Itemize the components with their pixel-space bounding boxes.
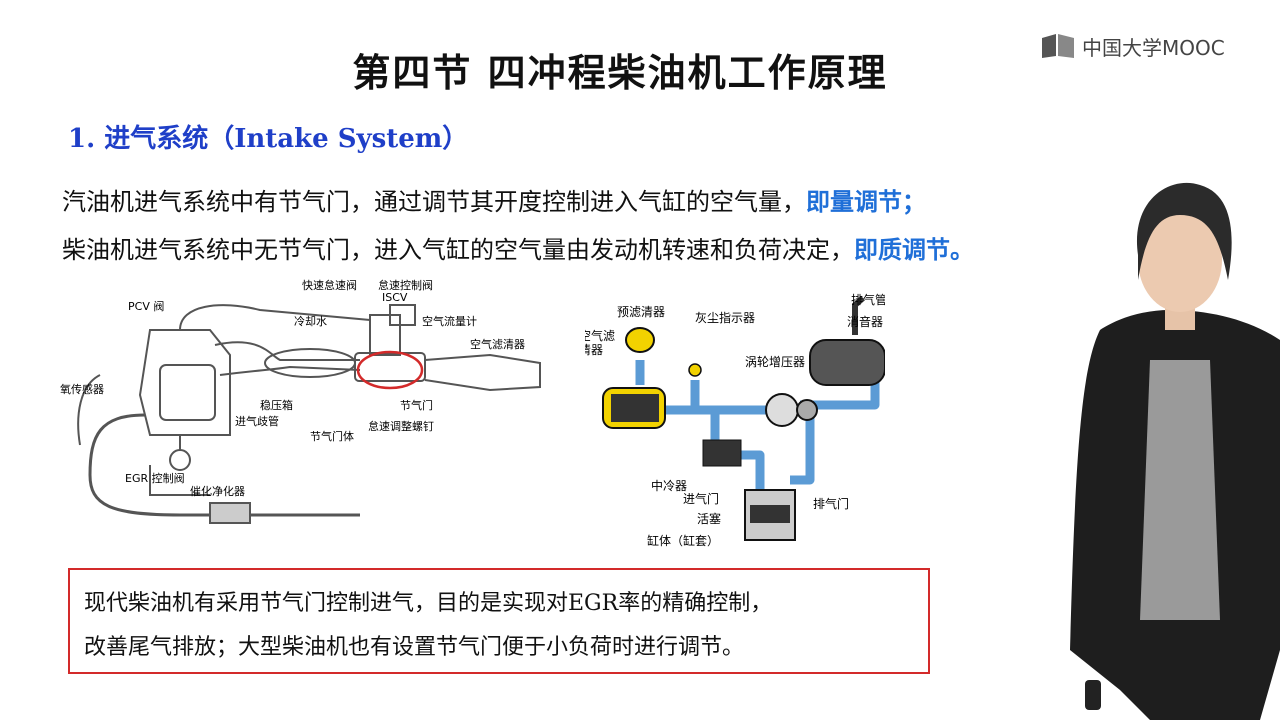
remote-control — [1085, 680, 1101, 710]
label-cylinder: 缸体（缸套） — [647, 533, 719, 548]
label-surge-tank: 稳压箱 — [260, 398, 293, 412]
section-heading: 1. 进气系统（Intake System） — [68, 124, 469, 154]
label-dust: 灰尘指示器 — [695, 310, 755, 325]
label-piston: 活塞 — [697, 511, 721, 526]
note-box: 现代柴油机有采用节气门控制进气，目的是实现对EGR率的精确控制， 改善尾气排放；… — [68, 568, 930, 674]
label-exhaust-pipe: 排气管 — [851, 292, 885, 307]
mooc-logo: 中国大学MOOC — [1040, 30, 1250, 62]
note-line-1: 现代柴油机有采用节气门控制进气，目的是实现对EGR率的精确控制， — [84, 591, 773, 616]
note-line-2: 改善尾气排放；大型柴油机也有设置节气门便于小负荷时进行调节。 — [84, 635, 745, 660]
label-pre-cleaner: 预滤清器 — [617, 305, 665, 319]
label-pcv: PCV 阀 — [128, 299, 164, 313]
label-turbo: 涡轮增压器 — [745, 355, 805, 369]
catalyst-shape — [209, 502, 251, 524]
label-throttle-body: 节气门体 — [310, 429, 354, 443]
pre-cleaner-shape — [625, 327, 655, 353]
paragraph-line-1: 汽油机进气系统中有节气门，通过调节其开度控制进入气缸的空气量，即量调节； — [62, 182, 926, 217]
label-air-filter: 空气滤清器 — [585, 328, 615, 357]
label-intake-valve: 进气门 — [683, 491, 719, 506]
line-2-text: 柴油机进气系统中无节气门，进入气缸的空气量由发动机转速和负荷决定， — [62, 236, 854, 264]
label-idle-control: 怠速控制阀 — [378, 278, 433, 292]
line-2-highlight: 即质调节。 — [854, 235, 974, 264]
presenter-video — [1070, 182, 1280, 720]
label-airflow: 空气流量计 — [422, 314, 477, 328]
paragraph-line-2: 柴油机进气系统中无节气门，进入气缸的空气量由发动机转速和负荷决定，即质调节。 — [62, 230, 974, 265]
label-coolant: 冷却水 — [294, 315, 327, 328]
label-idle-screw: 怠速调整螺钉 — [368, 419, 434, 433]
label-fast-idle: 快速怠速阀 — [302, 278, 357, 292]
logo-text: 中国大学MOOC — [1082, 35, 1225, 60]
label-egr: EGR 控制阀 — [125, 471, 185, 485]
label-throttle: 节气门 — [400, 398, 433, 412]
page-title: 第四节 四冲程柴油机工作原理 — [352, 51, 888, 95]
intercooler-shape — [702, 439, 742, 467]
label-iscv: ISCV — [382, 291, 408, 304]
label-air-cleaner: 空气滤清器 — [470, 337, 525, 351]
gasoline-intake-diagram: PCV 阀 快速怠速阀 怠速控制阀 ISCV 冷却水 空气流量计 空气滤清器 氧… — [60, 278, 541, 524]
diesel-intake-diagram: 预滤清器 灰尘指示器 排气管 消音器 空气滤清器 涡轮增压器 中冷器 进气门 排… — [585, 292, 885, 548]
label-intake-manifold: 进气歧管 — [235, 414, 279, 428]
label-muffler: 消音器 — [847, 314, 883, 329]
throttle-highlight-circle — [356, 350, 424, 390]
line-1-highlight: 即量调节； — [806, 187, 926, 216]
turbo-shape — [765, 393, 799, 427]
dust-indicator-shape — [688, 363, 702, 377]
label-exhaust-valve: 排气门 — [813, 496, 849, 511]
muffler-shape — [809, 339, 885, 386]
label-catalyst: 催化净化器 — [190, 484, 245, 498]
line-1-text: 汽油机进气系统中有节气门，通过调节其开度控制进入气缸的空气量， — [62, 188, 806, 216]
mooc-logo-icon — [1042, 34, 1074, 58]
engine-block — [138, 329, 231, 436]
label-o2-sensor: 氧传感器 — [60, 382, 104, 396]
label-intercooler: 中冷器 — [651, 478, 687, 493]
